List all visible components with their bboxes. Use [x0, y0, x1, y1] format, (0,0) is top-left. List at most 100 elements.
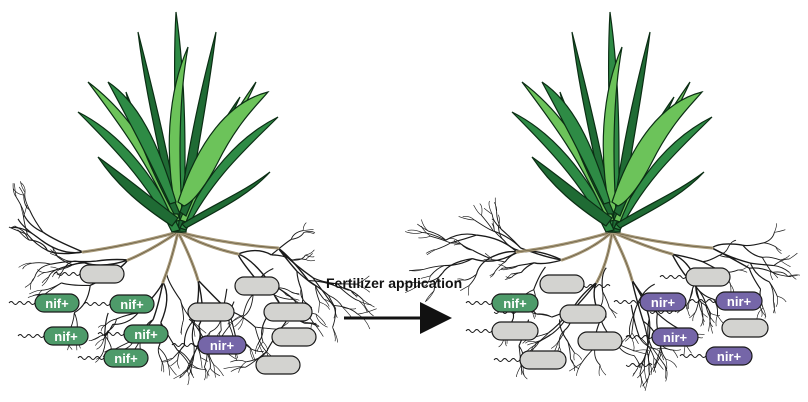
fine-root — [468, 274, 477, 286]
fine-root — [762, 256, 781, 261]
nir-bacterium: nir+ — [171, 335, 247, 355]
fine-root — [461, 243, 473, 251]
fine-root — [692, 311, 696, 322]
fine-root — [644, 368, 648, 383]
fine-root — [631, 313, 635, 333]
fine-root — [700, 302, 704, 317]
fine-root — [630, 304, 640, 338]
fine-root — [191, 344, 195, 364]
fine-root — [538, 333, 553, 343]
bacterium-label: nif+ — [54, 329, 78, 344]
fine-root — [602, 291, 610, 308]
fine-root — [405, 282, 421, 293]
fine-root — [112, 312, 139, 325]
bacterium-body — [539, 274, 585, 294]
fine-root — [255, 342, 259, 354]
fine-root — [633, 283, 655, 314]
fine-root — [290, 230, 304, 240]
bacterium-body — [651, 327, 699, 347]
bacterium-label: nif+ — [45, 296, 69, 311]
flagellum — [17, 334, 45, 338]
fine-root — [506, 265, 519, 269]
fine-root — [362, 299, 374, 317]
fine-root — [315, 285, 321, 303]
fine-root — [573, 352, 575, 361]
fine-root — [498, 214, 500, 227]
bacterium-label: nif+ — [120, 297, 144, 312]
fine-root — [58, 256, 75, 262]
fine-root — [689, 311, 696, 319]
fine-root — [186, 370, 190, 386]
fertilizer-application-label: Fertilizer application — [326, 275, 463, 291]
fine-root — [58, 269, 64, 279]
fine-root — [496, 211, 502, 230]
fine-root — [342, 306, 352, 317]
fine-root — [488, 200, 493, 215]
plant-leaf — [541, 81, 611, 205]
fine-root — [213, 364, 224, 377]
fine-root — [32, 262, 51, 265]
flagellum — [8, 301, 36, 305]
fine-root — [773, 301, 776, 314]
fine-root — [161, 361, 165, 373]
fine-root — [557, 330, 566, 343]
bacterium — [263, 302, 677, 322]
bacterium-body — [577, 331, 623, 351]
fine-root — [191, 363, 206, 370]
fine-root — [777, 296, 787, 303]
fine-root — [96, 352, 104, 360]
main-root-outline — [177, 231, 279, 249]
fine-root — [686, 300, 690, 310]
nir-bacterium: nir+ — [689, 291, 763, 311]
main-root — [560, 230, 614, 262]
fine-root — [518, 262, 535, 267]
fine-root — [96, 258, 129, 262]
fine-root — [479, 203, 483, 216]
fine-root — [464, 273, 477, 281]
fine-root — [357, 313, 371, 330]
bacterium — [559, 304, 607, 324]
fine-root — [709, 313, 712, 326]
bacterium-body — [559, 304, 607, 324]
bacterium — [493, 350, 567, 370]
fine-root — [459, 242, 473, 251]
fine-root — [23, 204, 28, 218]
fine-root — [574, 352, 583, 360]
fine-root — [430, 265, 445, 277]
fine-root — [749, 262, 770, 283]
fine-root — [405, 231, 423, 234]
plant-leaf — [97, 156, 179, 227]
fine-root — [188, 363, 193, 377]
plant-leaf — [107, 81, 177, 205]
fine-root — [728, 239, 736, 247]
bacterium-label: nir+ — [663, 330, 688, 345]
fine-root — [445, 233, 477, 241]
fine-root — [576, 362, 582, 376]
fine-root — [327, 294, 337, 310]
fine-root — [761, 257, 771, 271]
fine-root — [483, 208, 493, 215]
fine-root — [180, 319, 184, 334]
fine-root — [642, 374, 650, 387]
flagellum — [465, 329, 493, 333]
fine-root — [209, 368, 221, 377]
fine-root — [312, 321, 324, 337]
nif-bacterium: nif+ — [97, 324, 169, 344]
fine-root — [424, 290, 435, 303]
fine-root — [711, 247, 750, 269]
fine-root — [633, 355, 641, 369]
fine-root — [305, 253, 313, 260]
fine-root — [500, 228, 522, 249]
fine-root — [237, 316, 245, 330]
bacterium — [539, 274, 585, 294]
fine-root — [504, 276, 512, 280]
fine-root — [647, 318, 653, 348]
bacterium-body — [197, 335, 247, 355]
fine-root — [230, 359, 247, 363]
fine-root — [672, 349, 679, 358]
fine-root — [568, 362, 582, 372]
main-root-outline — [82, 231, 179, 253]
fine-root — [489, 270, 496, 278]
bacterium-body — [234, 276, 280, 296]
